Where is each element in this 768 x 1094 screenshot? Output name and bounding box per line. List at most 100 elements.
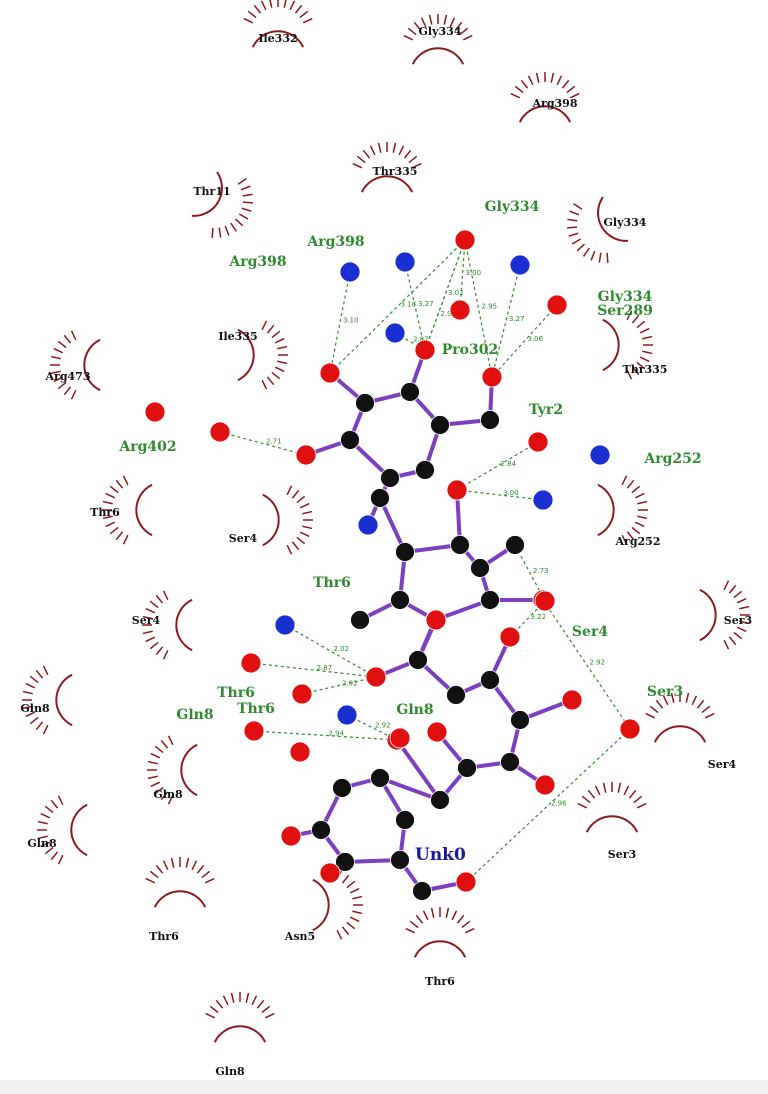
carbon-atom [370,768,390,788]
carbon-atom [408,650,428,670]
oxygen-atom [619,718,641,740]
hbond-distance: 3.02 [448,289,464,297]
carbon-atom [400,382,420,402]
hbond-distance: 2.02 [334,645,350,653]
hbond-residue-label: Thr6 [237,701,275,717]
oxygen-atom [499,626,521,648]
hydrophobic-arc [352,142,422,193]
hbond-distance: 3.00 [503,489,519,497]
hydrophobic-label: Ser3 [724,614,752,627]
carbon-atom [415,460,435,480]
oxygen-atom [209,421,231,443]
hbond-residue-label: Ser289 [597,303,653,319]
hbond-distance: 2.73 [533,567,549,575]
hbond-line [456,441,539,491]
oxygen-atom [289,741,311,763]
oxygen-atom [280,825,302,847]
hbond-line [250,662,377,678]
carbon-atom [395,810,415,830]
nitrogen-atom [339,261,361,283]
nitrogen-atom [394,251,416,273]
hydrophobic-label: Thr335 [373,165,418,178]
hydrophobic-label: Arg398 [532,97,578,110]
oxygen-atom [295,444,317,466]
oxygen-atom [546,294,568,316]
hbond-residue-label: Arg398 [228,254,286,270]
bottom-strip [0,1080,768,1094]
hbond-line [219,431,307,456]
hbond-distance: 3.27 [418,300,434,308]
hbond-distance: 2.95 [482,303,498,311]
hydrophobic-arc [405,907,475,958]
oxygen-atom [446,479,468,501]
hydrophobic-label: Ser4 [708,758,737,771]
hbond-line [459,239,466,311]
carbon-atom [412,881,432,901]
hbond-line [491,264,521,378]
carbon-atom [457,758,477,778]
hydrophobic-arc [403,14,473,65]
hydrophobic-label: Gln8 [20,702,50,715]
hydrophobic-label: Thr11 [193,185,230,198]
hydrophobic-arc [37,795,88,865]
nitrogen-atom [509,254,531,276]
hbond-distance: 2.92 [441,310,457,318]
carbon-atom [350,610,370,630]
hydrophobic-label: Gly334 [604,216,647,229]
hbond-distance: 2.92 [590,659,606,667]
oxygen-atom [481,366,503,388]
carbon-atom [370,488,390,508]
oxygen-atom [454,229,476,251]
hydrophobic-label: Gly334 [419,25,462,38]
hydrophobic-arc [205,992,275,1043]
hydrophobic-label: Ser3 [608,848,636,861]
hbond-distance: 3.06 [528,335,544,343]
hydrophobic-arc [699,580,750,650]
hydrophobic-arc [191,171,253,238]
hydrophobic-arc [142,590,193,660]
hbond-line [253,730,398,741]
oxygen-atom [561,689,583,711]
hbond-distance: 2.96 [551,800,567,808]
hydrophobic-label: Gln8 [153,788,183,801]
nitrogen-atom [532,489,554,511]
hydrophobic-arc [602,310,653,380]
hbond-line [456,489,544,501]
ligand-atoms [144,229,641,901]
hydrogen-bonds: 3.183.022.922.953.003.103.273.273.062.87… [219,239,631,883]
hydrophobic-label: Gln8 [27,837,57,850]
hydrophobic-arc [237,320,288,390]
hbond-line [465,728,631,883]
oxygen-atom [243,720,265,742]
hydrophobic-label: Thr6 [425,975,455,988]
oxygen-atom [534,590,556,612]
carbon-atom [510,710,530,730]
hbond-distance: 3.10 [343,317,359,325]
oxygen-atom [389,727,411,749]
oxygen-atom [414,339,436,361]
carbon-atom [311,820,331,840]
carbon-atom [500,752,520,772]
hbond-line [542,599,631,730]
carbon-atom [480,670,500,690]
hydrophobic-label: Ser4 [132,614,161,627]
hydrophobic-label: Gln8 [215,1065,245,1078]
carbon-atom [335,852,355,872]
nitrogen-atom [357,514,379,536]
carbon-atom [395,542,415,562]
hydrophobic-label: Ser4 [229,532,258,545]
hydrophobic-arc [262,485,313,555]
hbond-line [491,304,558,378]
hbond-residue-labels: Gly334Arg398Arg398Gly334Ser289Pro302Tyr2… [118,199,701,723]
carbon-atom [340,430,360,450]
hbond-distance: 2.92 [342,680,358,688]
hbond-line [301,676,377,695]
hydrophobic-arc [147,735,198,805]
hydrophobic-label: Thr335 [623,363,668,376]
ligand-label: Unk0 [415,845,466,865]
hbond-distance: 3.18 [401,301,417,309]
hydrophobic-arc [567,196,629,263]
hbond-residue-label: Arg252 [643,451,701,467]
hbond-distance: 3.27 [509,315,525,323]
